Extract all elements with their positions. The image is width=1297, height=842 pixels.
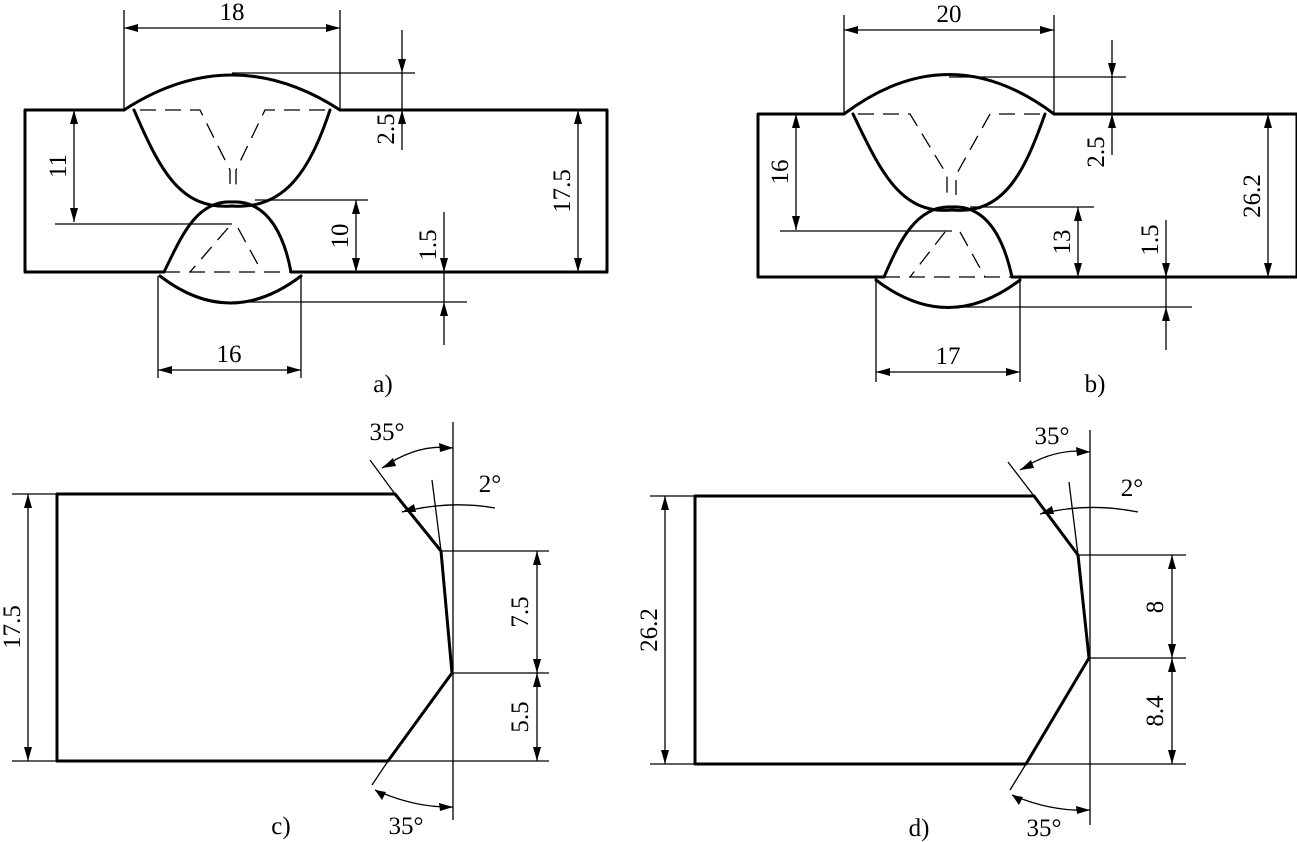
panel-b-top-reinforcement: 2.5 <box>1083 136 1110 167</box>
panel-d-top-bevel-angle: 35° <box>1035 423 1070 450</box>
panel-b-label: b) <box>1085 371 1106 398</box>
panel-b-plate <box>756 112 1297 279</box>
panel-a-bottom-width: 16 <box>217 341 242 368</box>
panel-b-top-fusion-line <box>851 112 1047 212</box>
panel-a-thickness: 17.5 <box>549 169 576 213</box>
panel-b-top-width: 20 <box>937 1 962 28</box>
panel-b-dimension-lines <box>780 15 1269 382</box>
panel-a-bottom-fusion-line <box>162 200 293 274</box>
panel-a-groove-outline <box>140 109 325 273</box>
panel-c-lower-bevel-depth: 5.5 <box>507 701 534 732</box>
panel-c-thickness: 17.5 <box>0 605 26 649</box>
panel-d-arrowheads <box>661 447 1176 814</box>
panel-d-dimension-lines <box>650 430 1186 825</box>
panel-b-top-weld-cap <box>842 73 1056 116</box>
panel-d-root-angle: 2° <box>1121 475 1144 502</box>
panel-a-label: a) <box>373 371 392 398</box>
panel-d-thickness: 26.2 <box>636 608 663 652</box>
panel-d-bottom-bevel-angle: 35° <box>1027 815 1062 842</box>
panel-a-bottom-depth: 10 <box>327 224 354 249</box>
panel-a-bottom-reinforcement: 1.5 <box>415 229 442 260</box>
panel-a: 18 16 11 10 2.5 1.5 17.5 a) <box>23 0 609 398</box>
panel-a-top-reinforcement: 2.5 <box>373 113 400 144</box>
panel-b: 20 17 16 13 2.5 1.5 26.2 b) <box>756 1 1297 398</box>
panel-c-top-bevel-angle: 35° <box>370 419 405 446</box>
panel-b-bottom-fusion-line <box>882 205 1014 279</box>
panel-b-bottom-weld-cap <box>874 278 1022 309</box>
panel-b-bottom-width: 17 <box>936 343 961 370</box>
panel-b-arrowheads <box>792 26 1272 376</box>
panel-a-top-weld-cap <box>122 73 342 112</box>
panel-d-groove-profile <box>693 494 1091 766</box>
panel-b-groove-outline <box>858 113 1040 278</box>
panel-a-top-width: 18 <box>220 0 245 26</box>
panel-b-bottom-depth: 13 <box>1049 230 1076 255</box>
panel-c-root-angle: 2° <box>479 471 502 498</box>
panel-a-top-fusion-line <box>132 108 332 208</box>
panel-c-arrowheads <box>24 443 541 811</box>
panel-d: 26.2 35° 2° 8 8.4 35° d) <box>636 423 1186 842</box>
panel-c: 17.5 35° 2° 7.5 5.5 35° c) <box>0 419 549 840</box>
panel-d-label: d) <box>909 815 930 842</box>
panel-c-bottom-bevel-angle: 35° <box>389 813 424 840</box>
panel-a-plate <box>23 108 609 274</box>
panel-b-top-depth: 16 <box>767 160 794 185</box>
panel-a-dimension-lines <box>55 10 579 378</box>
panel-a-bottom-weld-cap <box>158 274 303 305</box>
panel-b-bottom-reinforcement: 1.5 <box>1137 224 1164 255</box>
panel-c-dimension-lines <box>12 422 549 820</box>
panel-d-upper-land: 8 <box>1142 601 1169 614</box>
panel-b-thickness: 26.2 <box>1239 174 1266 218</box>
panel-c-groove-profile <box>55 492 454 763</box>
panel-c-label: c) <box>271 813 290 840</box>
panel-a-arrowheads <box>70 24 582 374</box>
panel-c-upper-land: 7.5 <box>507 596 534 627</box>
panel-d-lower-bevel-depth: 8.4 <box>1142 695 1169 727</box>
panel-a-top-depth: 11 <box>45 154 72 178</box>
